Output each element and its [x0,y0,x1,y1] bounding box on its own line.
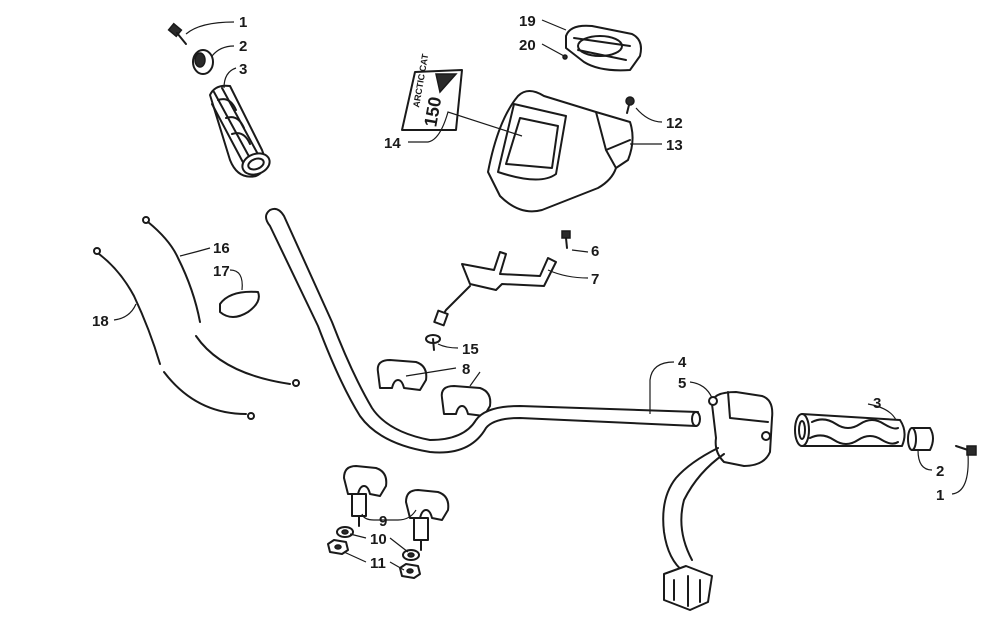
washer-2 [402,549,420,561]
cover-screw [625,96,635,114]
callout-15: 15 [462,341,479,358]
callout-11: 11 [370,555,386,572]
callout-5: 5 [678,375,686,392]
brake-cable [93,247,255,420]
handlebar-end-screw-right [955,445,977,456]
callout-17: 17 [213,263,230,280]
callout-8: 8 [462,361,470,378]
callout-2-right: 2 [936,463,944,480]
callout-10: 10 [370,531,387,548]
push-fastener [425,334,441,351]
callout-19: 19 [519,13,536,30]
washer-1 [336,526,354,538]
nut-2 [399,563,421,579]
throttle-cable [142,216,300,387]
nut-1 [327,539,349,555]
callout-1-right: 1 [936,487,944,504]
callout-7: 7 [591,271,599,288]
handlebar-end-cap-right [907,427,934,451]
hand-grip-left [209,84,271,178]
handlebar-clamp-lower-2 [405,489,450,551]
callout-2-top: 2 [239,38,247,55]
leader-lines [113,19,969,571]
handlebar-end-screw-left [167,22,187,45]
callout-20: 20 [519,37,536,54]
callout-3-top: 3 [239,61,247,78]
callout-9: 9 [379,513,387,530]
callout-3-right: 3 [873,395,881,412]
callout-12: 12 [666,115,683,132]
instrument-bracket [433,251,557,327]
handlebar-clamp-upper-1 [376,359,428,391]
handlebar-cover [487,90,634,213]
bracket-screw [561,230,571,249]
callout-4: 4 [678,354,687,371]
handlebar-clamp-upper-2 [440,385,492,417]
callout-16: 16 [213,240,230,257]
throttle-housing [708,391,774,467]
callout-1-top: 1 [239,14,247,31]
handlebar-cover-decal: ARCTIC CAT 150 [401,53,463,131]
handlebar-clamp-lower-1 [343,465,388,527]
speedometer-assembly [565,24,642,72]
handlebar-end-cap-left [192,49,214,75]
switch-wiring-harness [662,447,725,611]
callout-labels: 1 2 3 19 20 12 13 14 16 17 18 6 7 15 8 4… [92,13,944,572]
handlebar [265,207,701,454]
cable-tie [219,290,260,318]
callout-14: 14 [384,135,401,152]
hand-grip-right [794,413,906,447]
callout-18: 18 [92,313,109,330]
callout-13: 13 [666,137,683,154]
callout-6: 6 [591,243,599,260]
